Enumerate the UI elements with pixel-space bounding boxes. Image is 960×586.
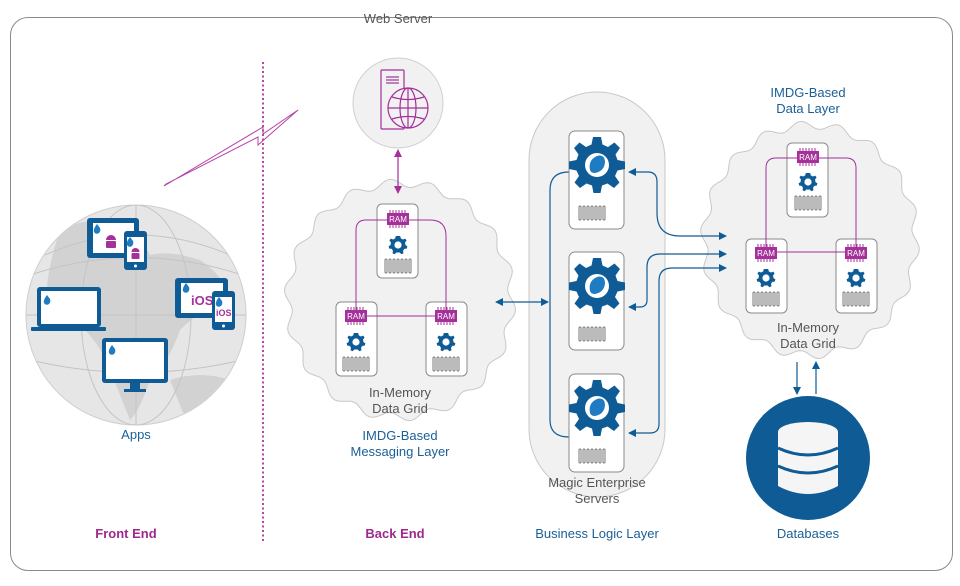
web-server-label: Web Server <box>363 11 433 26</box>
ram-chip-label: RAM <box>799 153 817 162</box>
database-icon <box>746 396 870 520</box>
messaging-layer-title-2: Messaging Layer <box>350 444 450 459</box>
messaging-grid-label-1: In-Memory <box>368 385 432 400</box>
ram-chip-label: RAM <box>757 249 775 258</box>
data-layer-grid: RAM RAM RAM <box>745 142 878 314</box>
section-databases: Databases <box>776 526 840 541</box>
magic-servers-label-2: Servers <box>574 491 620 506</box>
android-icon <box>106 235 116 248</box>
ram-chip-label: RAM <box>389 215 407 224</box>
data-to-server3-arrow <box>628 264 727 437</box>
android-phone <box>124 231 147 270</box>
ios-label: iOS <box>191 293 214 308</box>
ios-label: iOS <box>216 308 232 318</box>
desktop-monitor <box>102 338 168 392</box>
messaging-layer-title-1: IMDG-Based <box>362 428 438 443</box>
ram-chip-label: RAM <box>347 312 365 321</box>
data-layer-title-1: IMDG-Based <box>770 85 846 100</box>
ram-chip-label: RAM <box>847 249 865 258</box>
data-grid-label-2: Data Grid <box>780 336 836 351</box>
android-icon <box>131 248 140 259</box>
diagram-frame <box>10 17 953 571</box>
server-bus-line <box>549 171 570 438</box>
section-back-end: Back End <box>365 526 425 541</box>
laptop <box>31 287 106 331</box>
section-business-logic: Business Logic Layer <box>535 526 659 541</box>
web-server-icon <box>380 69 429 130</box>
data-to-server1-arrow <box>628 168 727 240</box>
magic-enterprise-servers <box>568 130 625 473</box>
ram-chip-label: RAM <box>437 312 455 321</box>
messaging-grid-label-2: Data Grid <box>372 401 428 416</box>
section-front-end: Front End <box>95 526 157 541</box>
magic-servers-label-1: Magic Enterprise <box>548 475 646 490</box>
data-grid-label-1: In-Memory <box>776 320 840 335</box>
data-layer-title-2: Data Layer <box>776 101 840 116</box>
apps-label: Apps <box>121 427 151 442</box>
messaging-data-grid: RAM RAM RAM <box>335 203 468 377</box>
web-server-node <box>352 57 444 149</box>
ios-phone: iOS <box>212 291 235 330</box>
wireless-link-icon <box>163 109 299 187</box>
